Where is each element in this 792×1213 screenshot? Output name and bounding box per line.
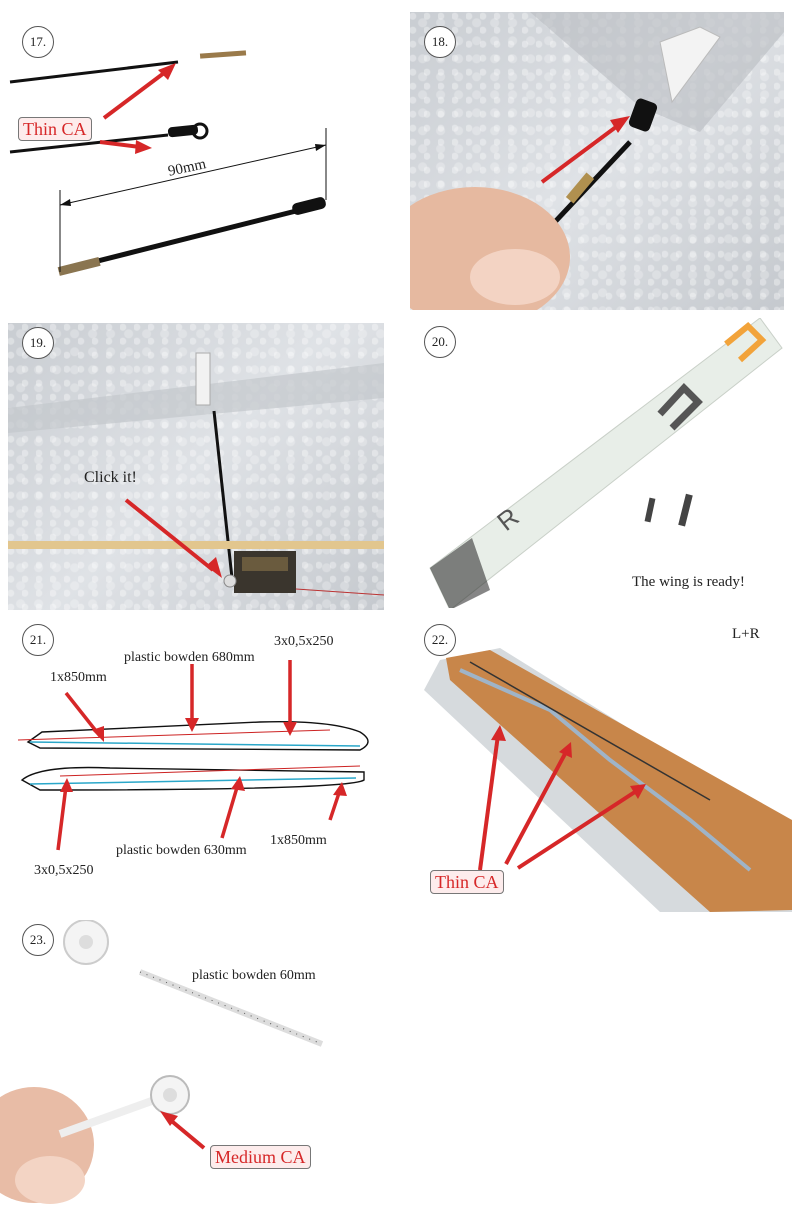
servo-clevis [628, 98, 658, 132]
wing [429, 318, 783, 608]
click-it-label: Click it! [84, 469, 137, 486]
arrow [124, 498, 215, 572]
bowden-bottom-label: plastic bowden 630mm [116, 843, 247, 858]
arrow [516, 788, 640, 870]
step-22-panel: 22. L+R Thin CA [410, 620, 792, 912]
control-horn [195, 352, 211, 406]
step-17-illustration [9, 50, 327, 276]
arrow [504, 751, 568, 865]
pushrod-top [9, 60, 179, 84]
step-19-photo: 19. Click it! [8, 323, 384, 610]
arrow [99, 140, 141, 149]
wing-ready-label: The wing is ready! [632, 574, 745, 590]
clevis-middle [167, 124, 199, 138]
bowden-top-label: plastic bowden 680mm [124, 650, 255, 665]
arrow [478, 734, 500, 871]
step-number: 19. [22, 327, 54, 359]
thin-ca-label: Thin CA [430, 870, 504, 894]
bowden-label: plastic bowden 60mm [192, 968, 316, 983]
fuselage-bottom [20, 766, 365, 791]
step-number: 21. [22, 624, 54, 656]
fuselage-half-photo [424, 648, 792, 912]
rod-bottom-right-label: 1x850mm [270, 833, 327, 848]
fuselage-diagram [17, 660, 369, 851]
arrow [166, 1116, 206, 1150]
step-number: 18. [424, 26, 456, 58]
step-number: 20. [424, 326, 456, 358]
step-18-illustration [410, 12, 784, 310]
brass-coupler [199, 50, 247, 59]
pushrod [212, 410, 234, 579]
step-23-panel: 23. plastic bowden 60mm Medium CA [0, 920, 392, 1213]
step-18-photo: 18. [410, 12, 784, 310]
wing-illustration: R [429, 318, 783, 608]
bolt [678, 493, 693, 527]
step-number: 23. [22, 924, 54, 956]
clevis-eye-middle [191, 122, 209, 140]
step-number: 22. [424, 624, 456, 656]
dimension-line [59, 144, 327, 206]
arrow [540, 122, 622, 184]
thin-ca-label: Thin CA [18, 117, 92, 141]
pushrod-bottom [61, 207, 301, 273]
step-17-panel: 17. Thin CA 90mm [0, 0, 392, 300]
pushrod-middle [9, 133, 169, 154]
bolt [644, 497, 656, 523]
servo-horn [223, 574, 237, 588]
bowden-in-hand [58, 1094, 162, 1138]
brass-coupler [565, 172, 595, 204]
side-label: L+R [732, 626, 760, 642]
step-21-panel: 21. plastic bowden 680mm 1x850mm 3x0,5x2… [0, 620, 392, 890]
step-19-illustration [8, 352, 384, 596]
step-23-illustration [0, 920, 324, 1204]
step-20-panel: 20. R The wing is ready! [410, 318, 792, 608]
medium-ca-label: Medium CA [210, 1145, 311, 1169]
brass-end [57, 257, 101, 276]
rod-bottom-left-label: 3x0,5x250 [34, 863, 94, 878]
wood-spar [8, 541, 384, 549]
step-number: 17. [22, 26, 54, 58]
clevis-bottom [292, 197, 326, 215]
rod-top-left-label: 1x850mm [50, 670, 107, 685]
rod-top-right-label: 3x0,5x250 [274, 634, 334, 649]
plastic-bowden [138, 969, 324, 1047]
arrow [102, 68, 170, 120]
